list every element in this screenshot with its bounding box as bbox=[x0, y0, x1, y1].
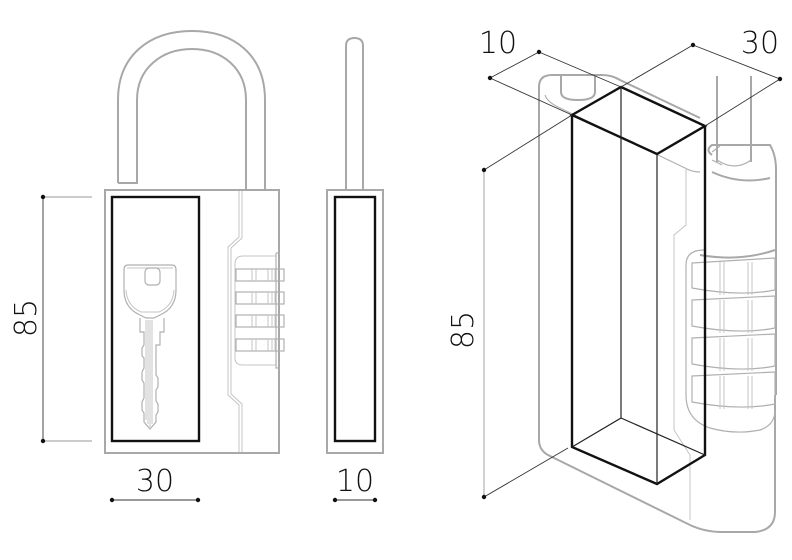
front-combination-dials bbox=[235, 268, 285, 352]
front-dial-1 bbox=[235, 268, 285, 282]
iso-dial-1 bbox=[691, 257, 776, 295]
key-icon bbox=[123, 264, 177, 430]
side-depth-dimension: 10 bbox=[332, 464, 378, 503]
front-width-label: 30 bbox=[136, 464, 174, 499]
iso-side-groove bbox=[673, 168, 691, 520]
front-view: 85 30 bbox=[9, 29, 285, 503]
iso-dial-3 bbox=[691, 333, 776, 371]
front-dial-2 bbox=[235, 291, 285, 305]
iso-shackle-collar bbox=[711, 145, 752, 167]
iso-dial-window bbox=[685, 249, 776, 433]
front-width-dimension: 30 bbox=[109, 464, 201, 503]
iso-width-label: 30 bbox=[741, 26, 779, 61]
iso-shackle-left bbox=[560, 76, 596, 102]
front-height-dimension: 85 bbox=[9, 194, 92, 444]
isometric-view: 10 30 85 bbox=[446, 26, 783, 533]
front-key-compartment bbox=[110, 195, 201, 443]
iso-depth-dimension: 10 bbox=[479, 26, 622, 116]
front-side-groove bbox=[227, 191, 243, 452]
side-depth-label: 10 bbox=[336, 464, 374, 499]
side-body bbox=[326, 189, 384, 454]
iso-body-outline bbox=[538, 74, 776, 533]
iso-width-dimension: 30 bbox=[620, 26, 783, 127]
iso-shackle-right bbox=[716, 76, 752, 162]
front-dial-window bbox=[234, 255, 276, 366]
front-dial-4 bbox=[235, 338, 285, 352]
side-shackle bbox=[345, 36, 364, 190]
side-key-compartment bbox=[333, 195, 377, 443]
iso-dial-cylinder bbox=[699, 144, 777, 395]
front-shackle bbox=[117, 29, 266, 190]
iso-key-compartment bbox=[569, 85, 708, 486]
iso-height-label: 85 bbox=[446, 311, 481, 349]
front-body bbox=[104, 189, 280, 454]
iso-combination-dials bbox=[691, 257, 776, 409]
front-dial-3 bbox=[235, 314, 285, 328]
iso-dial-2 bbox=[691, 295, 776, 333]
iso-depth-label: 10 bbox=[479, 26, 517, 61]
iso-dial-4 bbox=[691, 371, 776, 409]
front-height-label: 85 bbox=[9, 299, 44, 337]
front-body-notch bbox=[275, 252, 279, 369]
iso-height-dimension: 85 bbox=[446, 114, 573, 500]
side-view: 10 bbox=[326, 36, 384, 503]
